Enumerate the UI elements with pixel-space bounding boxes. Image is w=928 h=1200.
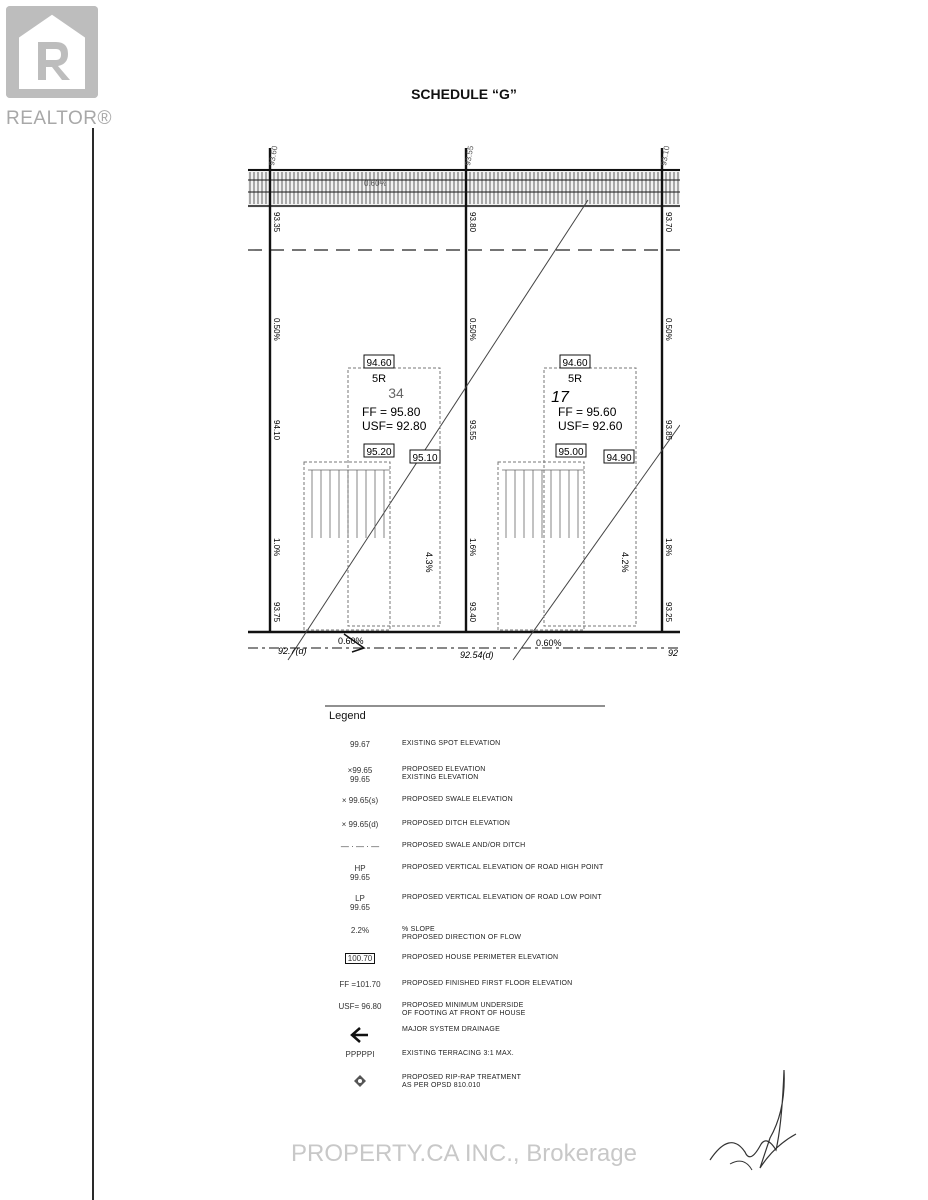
slope-top-2: 0.50% [468,318,477,341]
lot34-slope: 4.3% [424,552,434,573]
legend-description: PROPOSED ELEVATION EXISTING ELEVATION [402,766,486,781]
rip-rap-icon [325,1074,395,1090]
slope-top-3: 0.50% [664,318,673,341]
legend-symbol: 100.70 [325,953,395,964]
top-slope: 0.60% [364,179,387,188]
legend-item: MAJOR SYSTEM DRAINAGE [325,1026,625,1046]
ditch-left-elev: 92.7(d) [278,646,307,656]
realtor-logo-text: REALTOR® [6,108,112,129]
legend-description: PROPOSED DITCH ELEVATION [402,820,511,827]
realtor-logo: REALTOR® [6,6,112,129]
lot34-type: 5R [372,373,386,385]
legend-description: PROPOSED SWALE ELEVATION [402,796,513,803]
top-grade-1: 93.35 [272,212,281,233]
slope-bottom-3: 1.8% [664,538,673,556]
lot17-number: 17 [551,389,570,406]
left-margin-rule [92,128,94,1200]
lot34-perimeter-top: 94.60 [366,358,391,369]
legend-symbol: HP 99.65 [349,864,371,882]
slope-bottom-1: 1.0% [272,538,281,556]
legend-item: — · — · — PROPOSED SWALE AND/OR DITCH [325,842,625,862]
lot17-perimeter-top: 94.60 [562,358,587,369]
lot34-ff: FF = 95.80 [362,405,421,419]
lot34-usf: USF= 92.80 [362,419,427,433]
legend-symbol: × 99.65(d) [341,820,379,829]
lot17-type: 5R [568,373,582,385]
lot34-front-left: 95.20 [366,447,391,458]
grading-plan-drawing: 94.60 5R 34 FF = 95.80 USF= 92.80 95.20 … [248,145,680,661]
side-value-1: 94.10 [272,420,281,441]
ditch-right-elev: 92 [668,648,678,658]
legend-description: % SLOPE PROPOSED DIRECTION OF FLOW [402,926,522,941]
legend-item: 2.2% % SLOPE PROPOSED DIRECTION OF FLOW [325,926,625,946]
page-title: SCHEDULE “G” [411,86,517,102]
legend-item: 100.70 PROPOSED HOUSE PERIMETER ELEVATION [325,953,625,974]
side-value-2: 93.55 [468,420,477,441]
legend-item: FF =101.70 PROPOSED FINISHED FIRST FLOOR … [325,980,625,1000]
legend-symbol: 2.2% [350,926,370,935]
legend-symbol: FF =101.70 [339,980,381,989]
realtor-logo-mark [6,6,98,98]
legend-item: ×99.65 99.65 PROPOSED ELEVATION EXISTING … [325,766,625,786]
legend-description: MAJOR SYSTEM DRAINAGE [402,1026,500,1033]
legend-item: × 99.65(d) PROPOSED DITCH ELEVATION [325,820,625,840]
ditch-mid-slope: 0.60% [536,638,562,648]
legend-item: PPPPPI EXISTING TERRACING 3:1 MAX. [325,1050,625,1070]
side-value-3: 93.85 [664,420,673,441]
lot34-number: 34 [388,385,404,401]
legend-item: USF= 96.80 PROPOSED MINIMUM UNDERSIDE OF … [325,1002,625,1022]
legend-description: PROPOSED FINISHED FIRST FLOOR ELEVATION [402,980,573,987]
handwritten-signature [709,1069,797,1171]
lot17-front-right: 94.90 [606,453,631,464]
legend-symbol: USF= 96.80 [338,1002,382,1011]
legend-description: PROPOSED RIP-RAP TREATMENT AS PER OPSD 8… [402,1074,522,1089]
bottom-grade-3: 93.25 [664,602,673,623]
legend-symbol: LP 99.65 [349,894,371,912]
legend-item: PROPOSED RIP-RAP TREATMENT AS PER OPSD 8… [325,1074,625,1094]
lot17-front-left: 95.00 [558,447,583,458]
ditch-mid-elev: 92.54(d) [460,650,494,660]
legend-description: EXISTING SPOT ELEVATION [402,740,501,747]
legend-description: PROPOSED MINIMUM UNDERSIDE OF FOOTING AT… [402,1002,526,1017]
lot17-slope: 4.2% [620,552,630,573]
bottom-grade-1: 93.75 [272,602,281,623]
top-elevation-3: 93.10 [659,145,671,167]
brokerage-watermark: PROPERTY.CA INC., Brokerage [291,1140,637,1167]
legend-symbol: — · — · — [340,842,380,851]
legend-description: PROPOSED VERTICAL ELEVATION OF ROAD HIGH… [402,864,604,871]
top-grade-3: 93.70 [664,212,673,233]
top-grade-2: 93.80 [468,212,477,233]
slope-top-1: 0.50% [272,318,281,341]
legend-item: × 99.65(s) PROPOSED SWALE ELEVATION [325,796,625,816]
ditch-left-slope: 0.60% [338,636,364,646]
legend-item: HP 99.65 PROPOSED VERTICAL ELEVATION OF R… [325,864,625,884]
legend-symbol: PPPPPI [345,1050,375,1059]
legend-symbol: ×99.65 99.65 [347,766,373,784]
legend-description: EXISTING TERRACING 3:1 MAX. [402,1050,514,1057]
legend-title: Legend [329,710,366,722]
legend-item: LP 99.65 PROPOSED VERTICAL ELEVATION OF R… [325,894,625,914]
bottom-grade-2: 93.40 [468,602,477,623]
lot17-usf: USF= 92.60 [558,419,623,433]
legend-description: PROPOSED VERTICAL ELEVATION OF ROAD LOW … [402,894,602,901]
legend-description: PROPOSED HOUSE PERIMETER ELEVATION [402,954,559,961]
top-elevation-2: 93.55 [463,145,475,167]
top-elevation-1: 93.60 [267,145,279,167]
legend-symbol: 99.67 [349,740,371,749]
legend-top-rule [325,705,605,707]
lot34-front-right: 95.10 [412,453,437,464]
legend-item: 99.67 EXISTING SPOT ELEVATION [325,740,625,760]
slope-bottom-2: 1.6% [468,538,477,556]
legend-symbol: × 99.65(s) [341,796,379,805]
drainage-arrow-icon [325,1026,395,1046]
lot17-ff: FF = 95.60 [558,405,617,419]
legend-description: PROPOSED SWALE AND/OR DITCH [402,842,526,849]
